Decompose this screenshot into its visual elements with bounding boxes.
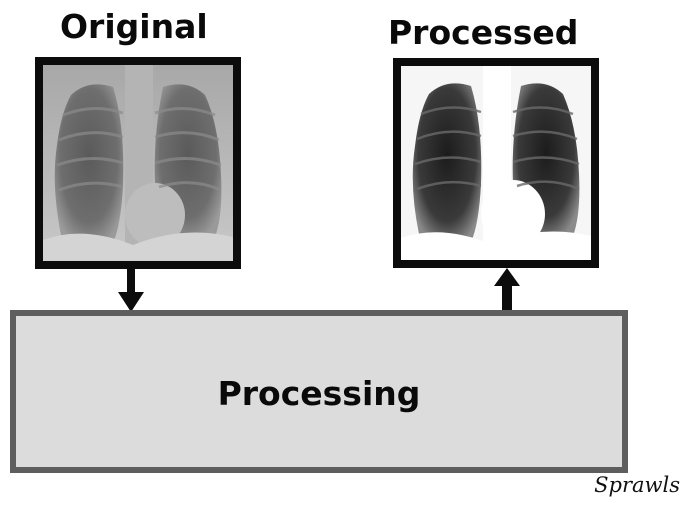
arrow-down-icon [118, 268, 144, 312]
processed-xray-image [401, 66, 591, 260]
arrow-up-icon [494, 268, 520, 312]
processed-xray-frame [393, 58, 599, 268]
signature: Sprawls [594, 473, 680, 497]
processed-label: Processed [388, 16, 578, 49]
processing-label: Processing [16, 374, 622, 413]
original-xray-image [43, 65, 233, 261]
original-label: Original [60, 10, 208, 43]
processing-box: Processing [10, 310, 628, 473]
original-xray-frame [35, 57, 241, 269]
